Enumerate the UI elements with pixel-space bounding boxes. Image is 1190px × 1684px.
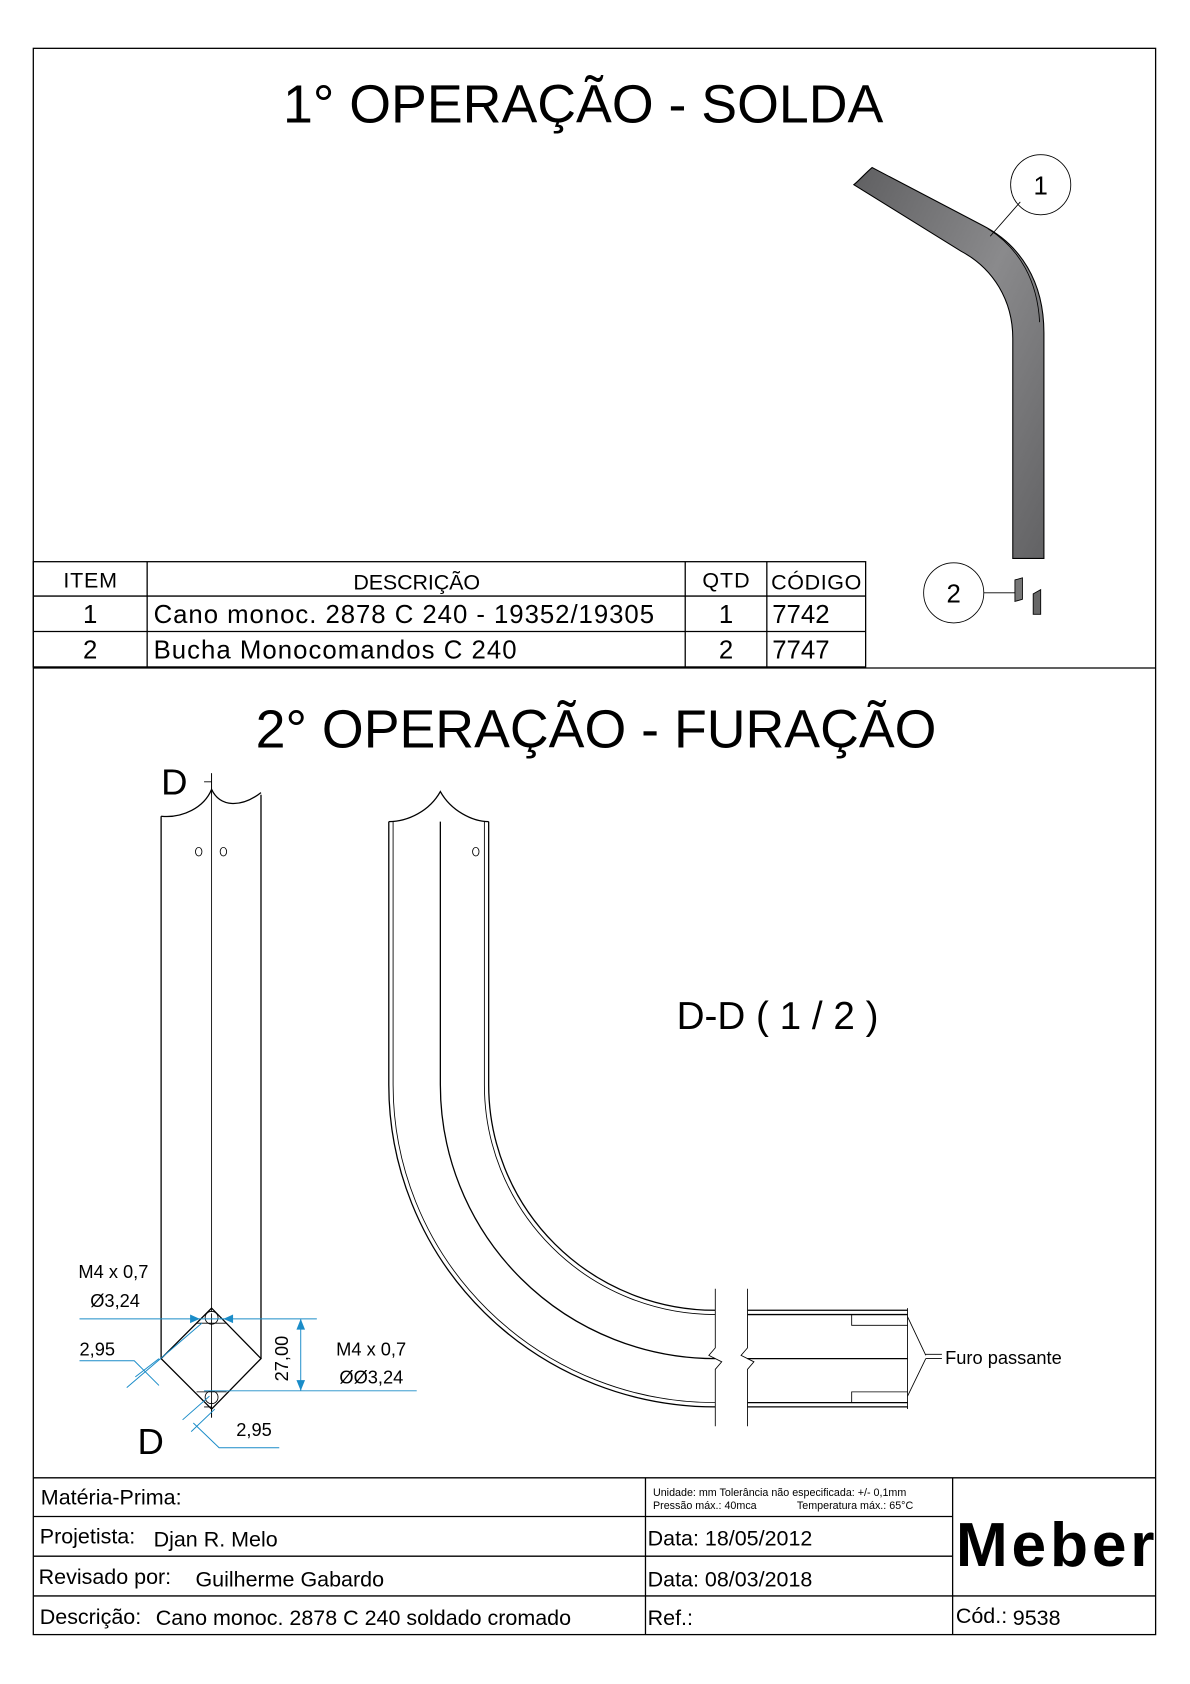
- thread-right-line1: M4 x 0,7: [336, 1338, 406, 1359]
- cod-value: 9538: [1013, 1606, 1061, 1630]
- svg-text:2: 2: [947, 581, 961, 609]
- pressao-max: Pressão máx.: 40mca: [653, 1500, 757, 1512]
- bom-table: ITEM DESCRIÇÃO QTD CÓDIGO 1 Cano monoc. …: [32, 561, 867, 668]
- data-criacao: Data: 18/05/2012: [648, 1526, 813, 1550]
- revisado-label: Revisado por:: [39, 1565, 171, 1589]
- dim-left-295: 2,95: [79, 1338, 115, 1359]
- op1-title: 1° OPERAÇÃO - SOLDA: [283, 74, 883, 134]
- thread-left-line1: M4 x 0,7: [78, 1261, 148, 1282]
- cod-label: Cód.:: [956, 1604, 1007, 1628]
- op2-title: 2° OPERAÇÃO - FURAÇÃO: [256, 699, 937, 759]
- balloon-2: 2: [923, 562, 1015, 624]
- dim-height-27: 27,00: [271, 1336, 292, 1382]
- row2-cod: 7747: [772, 636, 829, 664]
- header-codigo: CÓDIGO: [771, 570, 861, 595]
- row1-qtd: 1: [719, 601, 733, 629]
- row2-qtd: 2: [719, 636, 733, 664]
- balloon-1: 1: [989, 154, 1072, 237]
- section-cut-mark-bottom: [204, 1401, 213, 1418]
- projetista-value: Djan R. Melo: [154, 1528, 278, 1552]
- meber-logo: Meber: [956, 1511, 1154, 1580]
- row2-item: 2: [83, 636, 97, 664]
- front-view: [160, 773, 262, 1418]
- thread-left-line2: Ø3,24: [90, 1290, 140, 1311]
- header-descricao: DESCRIÇÃO: [353, 570, 480, 595]
- dim-bottom-295: 2,95: [236, 1419, 272, 1440]
- title-block: Matéria-Prima: Unidade: mm Tolerância nã…: [33, 1477, 1158, 1635]
- thread-right-line2: ØØ3,24: [339, 1366, 403, 1387]
- section-label-dd: D-D ( 1 / 2 ): [677, 995, 879, 1038]
- dimensions: [79, 1314, 417, 1449]
- row1-item: 1: [83, 601, 97, 629]
- row1-cod: 7742: [772, 601, 829, 629]
- header-qtd: QTD: [702, 568, 749, 592]
- ref-label: Ref.:: [648, 1606, 693, 1630]
- data-revisao: Data: 08/03/2018: [648, 1567, 813, 1591]
- descricao-label: Descrição:: [40, 1605, 141, 1629]
- section-marker-top: D: [161, 762, 187, 803]
- section-cut-mark-top: [204, 773, 213, 795]
- header-item: ITEM: [63, 568, 117, 592]
- note-furo-passante: Furo passante: [945, 1347, 1062, 1368]
- section-view-dd: [388, 790, 942, 1427]
- projetista-label: Projetista:: [40, 1524, 135, 1548]
- row2-desc: Bucha Monocomandos C 240: [154, 636, 517, 664]
- section-marker-bottom: D: [137, 1421, 163, 1462]
- unidade-tolerancia: Unidade: mm Tolerância não especificada:…: [653, 1487, 906, 1499]
- descricao-value: Cano monoc. 2878 C 240 soldado cromado: [156, 1606, 571, 1630]
- temperatura-max: Temperatura máx.: 65°C: [797, 1500, 914, 1512]
- drawing-border: [32, 47, 1157, 1636]
- svg-text:1: 1: [1034, 172, 1048, 200]
- materia-prima-label: Matéria-Prima:: [41, 1486, 182, 1510]
- revisado-value: Guilherme Gabardo: [195, 1567, 384, 1591]
- row1-desc: Cano monoc. 2878 C 240 - 19352/19305: [154, 601, 654, 629]
- welded-pipe-3d-view: [852, 166, 1045, 615]
